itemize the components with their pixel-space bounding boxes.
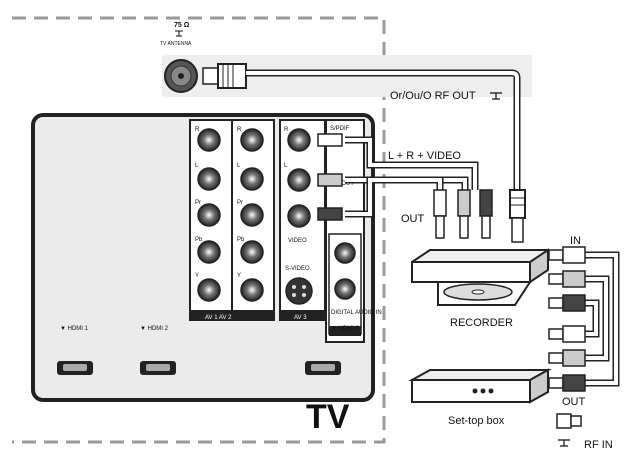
svg-text:▼ HDMI 3: ▼ HDMI 3 xyxy=(331,326,360,332)
svg-text:L: L xyxy=(284,163,288,169)
svg-text:R: R xyxy=(284,127,289,133)
tv-side-plugs xyxy=(317,133,343,221)
svg-text:S/PDIF: S/PDIF xyxy=(330,126,350,132)
rf-out-label: Or/Ou/O RF OUT xyxy=(390,90,476,102)
rf-in-plug xyxy=(556,413,572,429)
svg-text:AV OUT: AV OUT xyxy=(332,181,354,187)
side-jacks xyxy=(334,242,356,300)
svg-text:R: R xyxy=(237,127,242,133)
av1-jacks xyxy=(197,128,221,302)
rf-out-plug xyxy=(509,189,526,219)
hdmi-ports: ▼ HDMI 1 ▼ HDMI 2 ▼ HDMI 3 xyxy=(57,326,360,375)
stb-out-plugs xyxy=(548,325,586,392)
tv-outline xyxy=(12,16,386,444)
svg-text:Pr: Pr xyxy=(237,200,243,206)
av-cables xyxy=(345,136,479,218)
svg-text:R: R xyxy=(195,127,200,133)
av1-av2-label: AV 1 AV 2 xyxy=(205,315,232,321)
svg-text:Pb: Pb xyxy=(195,237,203,243)
set-top-box-label: Set-top box xyxy=(448,415,505,427)
recorder-in-plugs xyxy=(548,246,586,312)
av3-jacks xyxy=(285,128,313,305)
s-video-jack xyxy=(285,277,313,305)
svg-text:S-VIDEO: S-VIDEO xyxy=(285,266,310,272)
recorder-out-plugs xyxy=(433,189,493,239)
recorder-stb-cables xyxy=(585,251,620,387)
antenna-impedance: 75 Ω xyxy=(174,22,190,29)
svg-text:▼ HDMI 2: ▼ HDMI 2 xyxy=(140,326,169,332)
recorder-device xyxy=(411,248,549,306)
svg-text:Y: Y xyxy=(195,273,199,279)
svg-text:Pr: Pr xyxy=(195,200,201,206)
out-label-recorder: OUT xyxy=(401,213,425,225)
antenna-label: TV ANTENNA xyxy=(160,41,192,47)
rf-in-label: RF IN xyxy=(584,439,613,451)
svg-text:▼ HDMI 1: ▼ HDMI 1 xyxy=(60,326,89,332)
in-label: IN xyxy=(570,235,581,247)
svg-text:VIDEO: VIDEO xyxy=(288,238,307,244)
svg-text:L: L xyxy=(237,163,241,169)
svg-text:Pb: Pb xyxy=(237,237,245,243)
out-label-stb: OUT xyxy=(562,396,586,408)
set-top-box-device xyxy=(408,368,552,404)
av-cable-label: L + R + VIDEO xyxy=(388,150,461,162)
svg-text:Y: Y xyxy=(237,273,241,279)
svg-text:L: L xyxy=(195,163,199,169)
av3-label: AV 3 xyxy=(294,315,307,321)
tv-label: TV xyxy=(306,398,350,436)
svg-text:DIGITAL AUDIO IN: DIGITAL AUDIO IN xyxy=(331,310,382,316)
av2-jacks xyxy=(240,128,264,302)
recorder-label: RECORDER xyxy=(450,317,513,329)
